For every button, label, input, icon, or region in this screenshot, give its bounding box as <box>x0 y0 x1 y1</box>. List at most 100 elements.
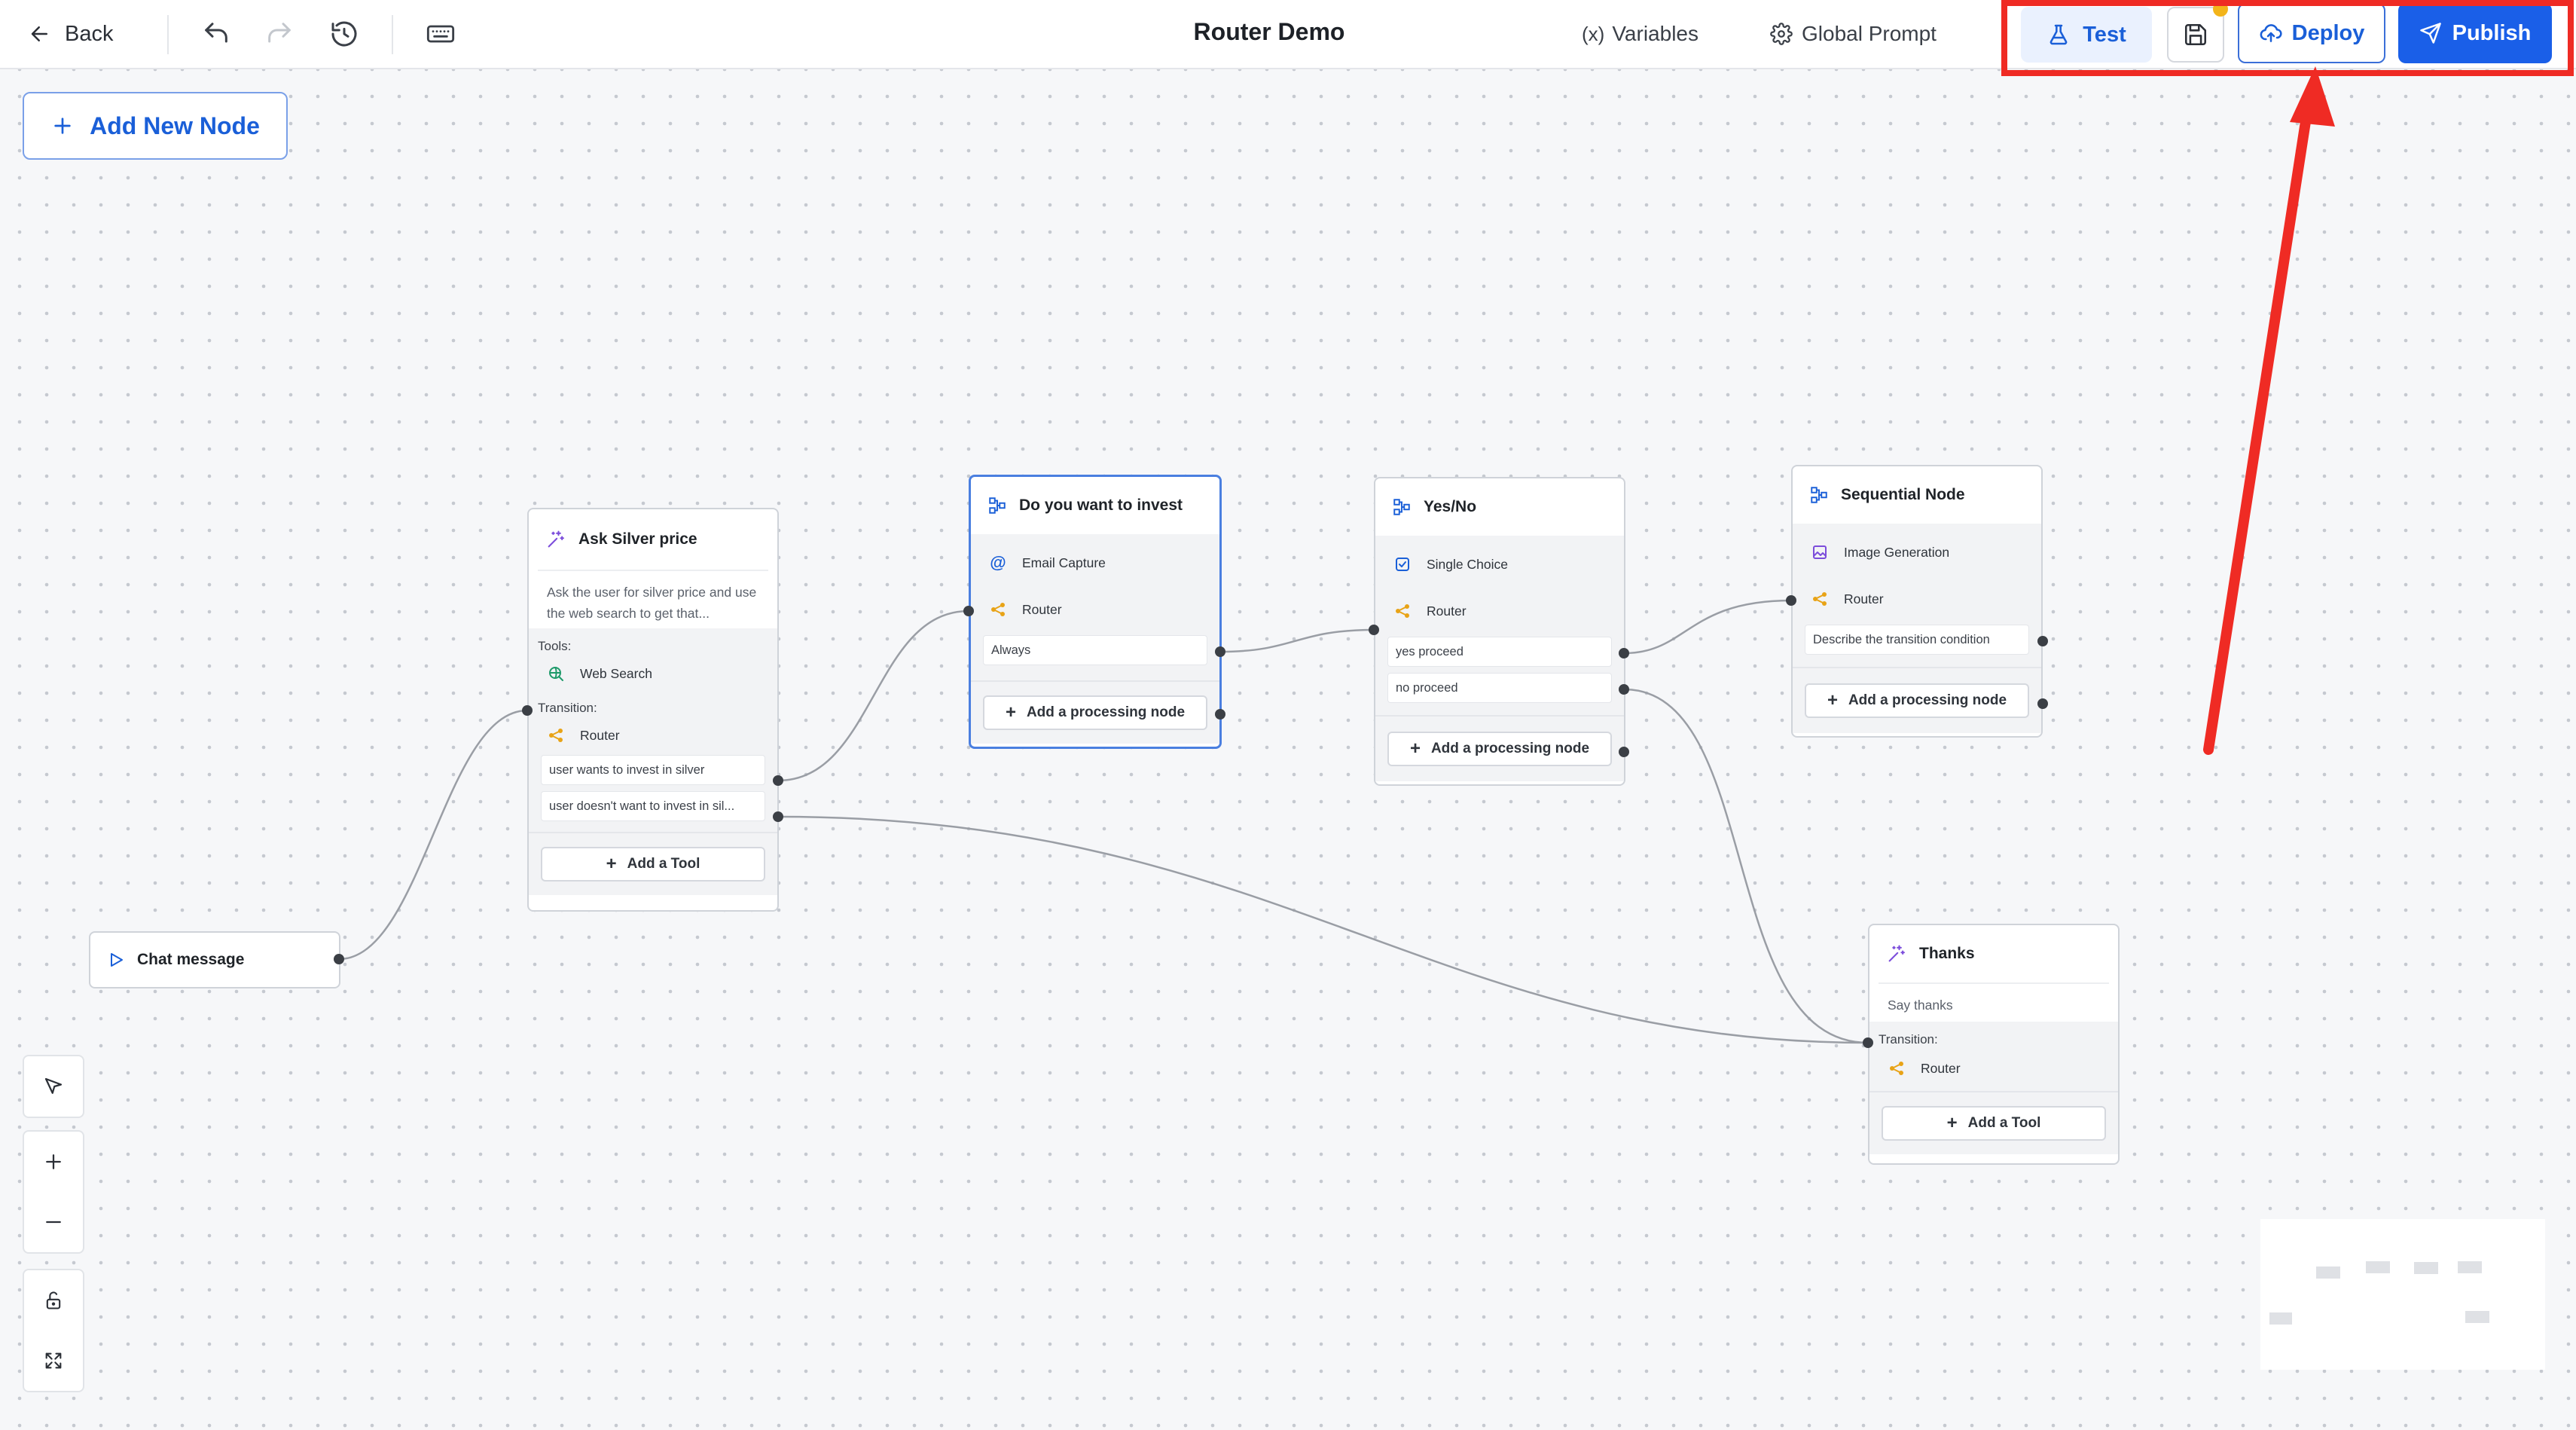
redo-button[interactable] <box>259 14 300 54</box>
edge-yesno-to-sequential <box>1623 599 1792 655</box>
transition-label: Transition: <box>1879 1032 1938 1047</box>
flask-icon <box>2050 24 2068 45</box>
top-bar: Back Router Demo (x) Variables Global Pr… <box>0 0 2576 69</box>
keyboard-shortcuts-button[interactable] <box>420 14 461 54</box>
router-row[interactable]: Router <box>529 719 777 752</box>
add-tool-button[interactable]: + Add a Tool <box>541 847 765 882</box>
minimap[interactable] <box>2260 1219 2545 1370</box>
router-label: Router <box>1844 591 1884 607</box>
email-capture-row[interactable]: @ Email Capture <box>971 539 1219 587</box>
view-tool-group <box>23 1269 84 1392</box>
output-port[interactable] <box>1619 684 1629 695</box>
save-button[interactable] <box>2167 7 2224 63</box>
undo-button[interactable] <box>196 14 237 54</box>
router-row[interactable]: Router <box>1869 1050 2118 1086</box>
save-icon <box>2184 23 2207 46</box>
condition-invest-yes[interactable]: user wants to invest in silver <box>541 755 765 785</box>
add-processing-node-label: Add a processing node <box>1848 692 2007 708</box>
router-icon <box>545 725 566 746</box>
output-port[interactable] <box>1215 646 1225 657</box>
variables-label: Variables <box>1612 22 1699 45</box>
variables-button[interactable]: (x) Variables <box>1582 17 1699 51</box>
minimap-node <box>2316 1267 2340 1279</box>
edge-ask-silver-no-to-thanks <box>777 815 1869 1044</box>
add-processing-node-button[interactable]: + Add a processing node <box>983 695 1207 730</box>
output-port[interactable] <box>1619 747 1629 757</box>
condition-no-proceed[interactable]: no proceed <box>1387 673 1612 703</box>
fit-view-button[interactable] <box>24 1331 83 1391</box>
router-row[interactable]: Router <box>1793 576 2041 622</box>
chat-message-node[interactable]: Chat message <box>89 931 340 988</box>
input-port[interactable] <box>1863 1037 1873 1048</box>
output-port[interactable] <box>2037 698 2048 709</box>
edge-invest-to-yesno <box>1219 628 1375 653</box>
plus-icon: + <box>606 854 617 874</box>
input-port[interactable] <box>1786 595 1796 606</box>
zoom-in-button[interactable] <box>24 1132 83 1192</box>
add-processing-node-button[interactable]: + Add a processing node <box>1805 683 2029 718</box>
global-prompt-button[interactable]: Global Prompt <box>1770 17 1937 51</box>
arrow-left-icon <box>31 26 47 41</box>
output-port[interactable] <box>334 954 344 964</box>
add-tool-button[interactable]: + Add a Tool <box>1882 1106 2106 1141</box>
input-port[interactable] <box>963 606 974 616</box>
tool-name: Web Search <box>580 665 652 681</box>
condition-placeholder[interactable]: Describe the transition condition <box>1805 625 2029 655</box>
send-icon <box>2419 23 2441 44</box>
router-row[interactable]: Router <box>1375 588 1624 634</box>
workflow-icon <box>1811 487 1827 503</box>
sparkle-icon <box>1888 945 1905 962</box>
condition-always[interactable]: Always <box>983 635 1207 665</box>
email-capture-label: Email Capture <box>1022 555 1106 570</box>
plus-icon <box>46 1154 61 1169</box>
output-port[interactable] <box>773 811 783 822</box>
single-choice-row[interactable]: Single Choice <box>1375 540 1624 588</box>
expand-icon <box>45 1352 62 1369</box>
add-new-node-label: Add New Node <box>90 112 260 139</box>
at-sign-icon: @ <box>990 553 1006 572</box>
router-icon <box>1809 588 1830 610</box>
zoom-out-button[interactable] <box>24 1192 83 1252</box>
tool-item-web-search[interactable]: Web Search <box>529 657 777 690</box>
image-generation-label: Image Generation <box>1844 544 1950 560</box>
arrow-head <box>2290 66 2335 127</box>
condition-yes-proceed[interactable]: yes proceed <box>1387 637 1612 667</box>
minimap-node <box>2458 1261 2482 1273</box>
transition-label: Transition: <box>538 701 597 715</box>
add-processing-node-button[interactable]: + Add a processing node <box>1387 732 1612 766</box>
add-new-node-button[interactable]: Add New Node <box>23 92 288 160</box>
input-port[interactable] <box>522 705 533 716</box>
back-button[interactable]: Back <box>29 17 113 51</box>
keyboard-icon <box>426 25 455 43</box>
publish-button[interactable]: Publish <box>2398 3 2552 63</box>
output-port[interactable] <box>1619 648 1629 658</box>
history-button[interactable] <box>324 14 365 54</box>
deploy-button[interactable]: Deploy <box>2238 3 2385 63</box>
back-label: Back <box>65 21 114 46</box>
minimap-node <box>2269 1312 2292 1325</box>
redo-icon <box>268 23 291 43</box>
zoom-tool-group <box>23 1130 84 1254</box>
yes-no-node[interactable]: Yes/No Single Choice Router yes proceed … <box>1374 477 1625 786</box>
page-title: Router Demo <box>1193 18 1345 45</box>
condition-invest-no[interactable]: user doesn't want to invest in sil... <box>541 791 765 821</box>
select-tool-button[interactable] <box>24 1056 83 1117</box>
test-button[interactable]: Test <box>2021 7 2152 63</box>
arrow-shaft <box>2203 102 2313 755</box>
edge-chat-to-ask-silver <box>338 709 528 961</box>
input-port[interactable] <box>1369 625 1379 635</box>
output-port[interactable] <box>773 775 783 786</box>
do-you-want-to-invest-node[interactable]: Do you want to invest @ Email Capture Ro… <box>969 475 1222 749</box>
cursor-icon <box>44 1077 63 1094</box>
gear-icon <box>1770 23 1793 45</box>
output-port[interactable] <box>1215 709 1225 720</box>
ask-silver-price-node[interactable]: Ask Silver price Ask the user for silver… <box>527 508 779 912</box>
lock-button[interactable] <box>24 1270 83 1331</box>
edge-ask-silver-to-invest <box>777 610 969 782</box>
router-row[interactable]: Router <box>971 587 1219 632</box>
output-port[interactable] <box>2037 636 2048 646</box>
thanks-node[interactable]: Thanks Say thanks Transition: Router + A… <box>1868 924 2120 1165</box>
minus-icon <box>46 1221 61 1224</box>
image-generation-row[interactable]: Image Generation <box>1793 528 2041 576</box>
